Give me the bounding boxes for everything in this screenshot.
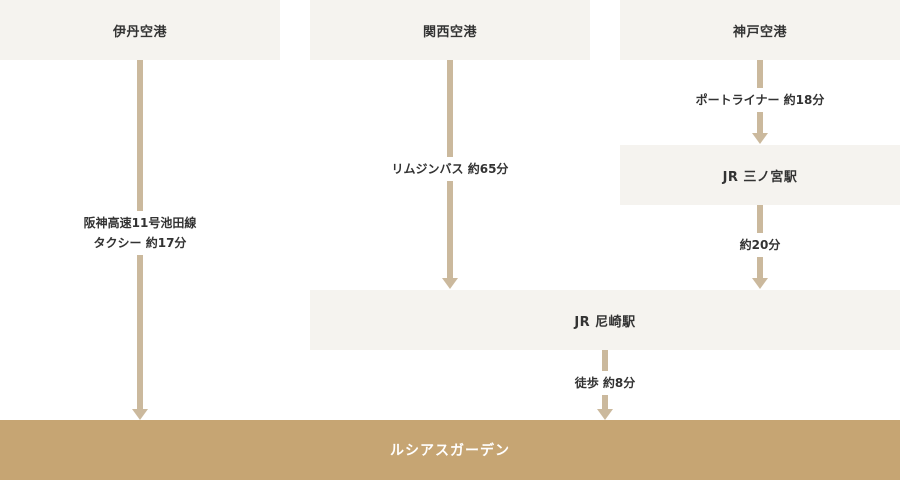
route-itami-label: 阪神高速11号池田線 タクシー 約17分	[83, 211, 197, 255]
route-kansai-label: リムジンバス 約65分	[391, 157, 509, 181]
route-sannomiya-label: 約20分	[739, 233, 781, 257]
arrow-sannomiya-head	[752, 278, 768, 289]
station-sannomiya: JR 三ノ宮駅	[620, 145, 900, 205]
arrow-itami-head	[132, 409, 148, 420]
origin-kansai-label: 関西空港	[422, 24, 477, 40]
destination-box: ルシアスガーデン	[0, 420, 900, 480]
station-sannomiya-label: JR 三ノ宮駅	[722, 169, 798, 185]
origin-kansai: 関西空港	[310, 0, 590, 60]
route-amagasaki-label: 徒歩 約8分	[574, 371, 636, 395]
route-kobe-label: ポートライナー 約18分	[695, 88, 825, 112]
origin-itami: 伊丹空港	[0, 0, 280, 60]
destination-label: ルシアスガーデン	[390, 443, 510, 459]
route-itami-line2: タクシー 約17分	[93, 236, 187, 250]
arrow-kansai-head	[442, 278, 458, 289]
station-amagasaki-label: JR 尼崎駅	[574, 314, 636, 330]
origin-kobe-label: 神戸空港	[732, 24, 787, 40]
origin-kobe: 神戸空港	[620, 0, 900, 60]
arrow-kobe-head	[752, 133, 768, 144]
route-itami-line1: 阪神高速11号池田線	[83, 216, 197, 230]
origin-itami-label: 伊丹空港	[112, 24, 167, 40]
station-amagasaki: JR 尼崎駅	[310, 290, 900, 350]
arrow-amagasaki-head	[597, 409, 613, 420]
